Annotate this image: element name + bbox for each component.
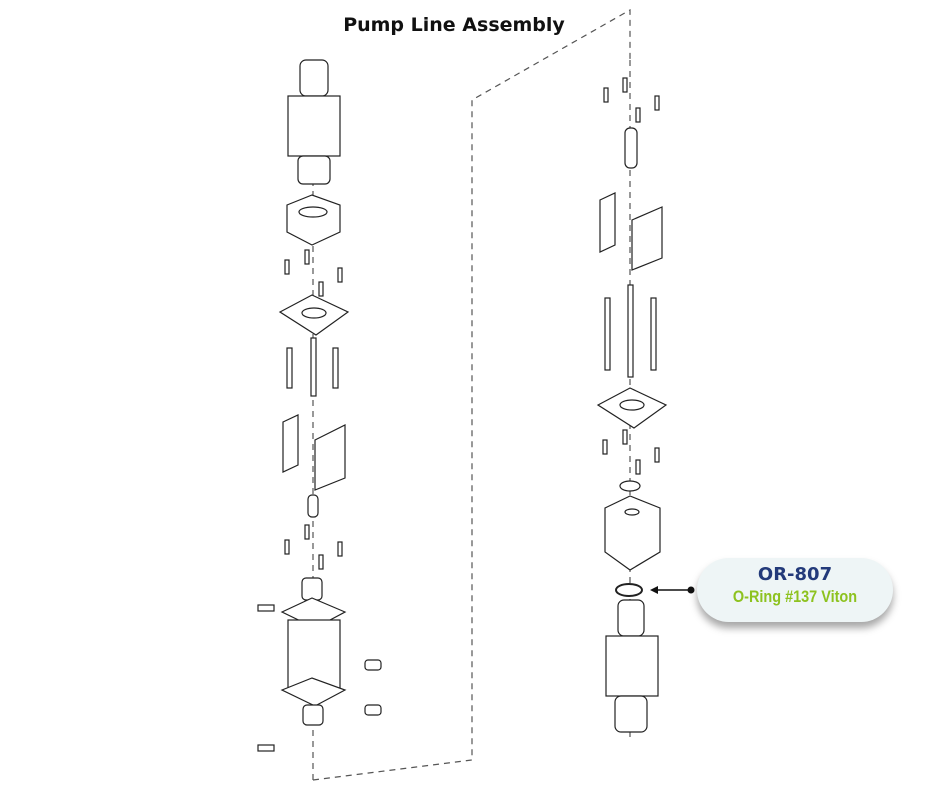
right-spacer-plates bbox=[599, 192, 663, 271]
part-callout: OR-807 O-Ring #137 Viton bbox=[697, 558, 893, 622]
o-ring-or-807 bbox=[615, 583, 643, 597]
left-spacer-plates bbox=[282, 414, 346, 491]
right-bolts-top bbox=[603, 77, 660, 123]
diagram-title: Pump Line Assembly bbox=[343, 14, 565, 36]
left-rods bbox=[286, 337, 339, 397]
callout-dot bbox=[687, 586, 695, 594]
left-housing-block bbox=[286, 194, 341, 246]
callout-arrowhead bbox=[650, 586, 658, 594]
right-pump-head bbox=[605, 599, 659, 733]
left-bolts-2 bbox=[284, 524, 343, 570]
left-bolts-1 bbox=[284, 249, 343, 297]
left-clevis bbox=[307, 494, 319, 518]
part-description: O-Ring #137 Viton bbox=[732, 587, 858, 606]
o-ring-upper bbox=[619, 480, 641, 492]
right-rods bbox=[604, 284, 657, 378]
assembly-path-dashed-line bbox=[312, 8, 631, 781]
left-mount-plate bbox=[278, 294, 350, 336]
right-mount-plate bbox=[596, 387, 668, 429]
right-bolts-mid bbox=[602, 429, 660, 475]
right-clevis bbox=[624, 127, 638, 169]
left-cylinder bbox=[257, 577, 382, 752]
part-number: OR-807 bbox=[757, 564, 833, 585]
left-pump-head bbox=[287, 59, 341, 185]
right-housing-block bbox=[604, 495, 661, 571]
